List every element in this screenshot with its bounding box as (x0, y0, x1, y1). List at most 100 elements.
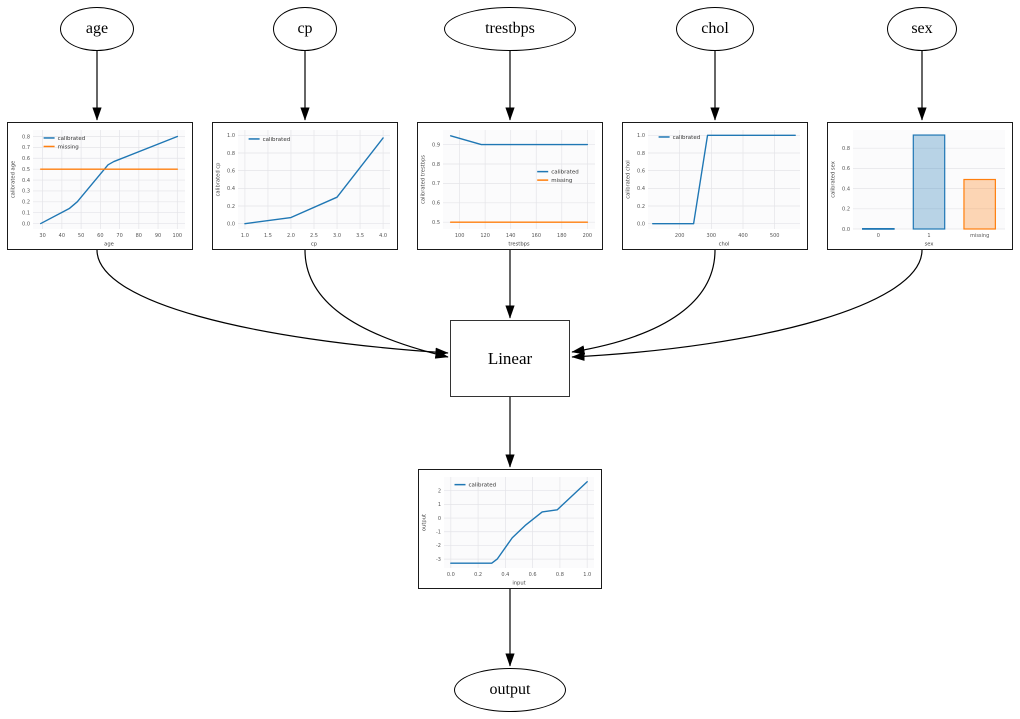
svg-text:100: 100 (455, 233, 465, 239)
input-node-chol-label: chol (701, 20, 729, 37)
svg-text:1.0: 1.0 (227, 133, 235, 139)
svg-text:0.6: 0.6 (529, 572, 537, 578)
svg-text:120: 120 (480, 233, 490, 239)
svg-text:age: age (104, 242, 114, 248)
svg-text:1.0: 1.0 (637, 133, 645, 139)
svg-text:0.6: 0.6 (227, 168, 235, 174)
svg-text:calibrated: calibrated (263, 137, 291, 143)
svg-text:0.0: 0.0 (227, 221, 235, 227)
svg-text:1: 1 (927, 233, 930, 239)
svg-text:180: 180 (557, 233, 567, 239)
svg-text:0.4: 0.4 (842, 186, 850, 192)
svg-text:0.0: 0.0 (842, 227, 850, 233)
svg-text:0.6: 0.6 (842, 166, 850, 172)
svg-text:0.6: 0.6 (22, 156, 30, 162)
svg-text:0.5: 0.5 (432, 220, 440, 226)
svg-text:1.0: 1.0 (583, 572, 591, 578)
input-node-chol: chol (676, 7, 754, 51)
input-node-trestbps: trestbps (444, 7, 576, 51)
svg-text:50: 50 (78, 233, 84, 239)
svg-text:0.4: 0.4 (637, 186, 645, 192)
svg-text:0.0: 0.0 (447, 572, 455, 578)
svg-text:140: 140 (506, 233, 516, 239)
output-node: output (454, 668, 566, 712)
series-calibrated (652, 134, 796, 225)
svg-text:0.2: 0.2 (227, 204, 235, 210)
svg-text:2.5: 2.5 (310, 233, 318, 239)
grid (648, 130, 800, 229)
svg-text:calibrated: calibrated (469, 483, 497, 489)
svg-text:-2: -2 (436, 543, 441, 549)
svg-text:calibrated: calibrated (551, 170, 579, 176)
svg-text:0.8: 0.8 (22, 134, 30, 140)
svg-text:-1: -1 (436, 530, 441, 536)
input-node-sex: sex (887, 7, 957, 51)
svg-text:trestbps: trestbps (508, 242, 530, 248)
linear-node: Linear (450, 320, 570, 397)
grid (238, 130, 390, 229)
input-node-cp-label: cp (297, 20, 313, 37)
edge-sex-to-linear (571, 249, 923, 361)
svg-text:0.4: 0.4 (501, 572, 509, 578)
svg-text:200: 200 (583, 233, 593, 239)
svg-text:input: input (512, 581, 525, 587)
svg-text:0.4: 0.4 (227, 186, 235, 192)
series-calibrated (450, 481, 588, 564)
svg-text:30: 30 (39, 233, 45, 239)
svg-text:0.6: 0.6 (637, 168, 645, 174)
series (244, 137, 384, 225)
series (450, 481, 588, 564)
svg-text:40: 40 (59, 233, 65, 239)
svg-text:-3: -3 (436, 557, 441, 563)
edge-age-to-linear (96, 249, 449, 357)
input-node-sex-label: sex (911, 20, 933, 37)
svg-text:3.0: 3.0 (333, 233, 341, 239)
series (449, 135, 589, 223)
svg-text:0.8: 0.8 (432, 162, 440, 168)
svg-text:0.0: 0.0 (22, 221, 30, 227)
svg-text:100: 100 (173, 233, 183, 239)
svg-text:0: 0 (438, 516, 441, 522)
svg-text:chol: chol (719, 242, 730, 248)
svg-text:0.2: 0.2 (22, 200, 30, 206)
svg-text:400: 400 (738, 233, 748, 239)
svg-text:0.2: 0.2 (637, 204, 645, 210)
series-calibrated (449, 135, 589, 146)
svg-text:0.2: 0.2 (474, 572, 482, 578)
svg-text:0.2: 0.2 (842, 207, 850, 213)
svg-text:calibrated: calibrated (673, 135, 701, 141)
svg-text:missing: missing (551, 178, 572, 184)
svg-text:200: 200 (675, 233, 685, 239)
svg-text:0.8: 0.8 (842, 146, 850, 152)
svg-text:cp: cp (311, 242, 318, 248)
series (652, 134, 796, 225)
input-node-trestbps-label: trestbps (485, 20, 535, 37)
series-calibrated (244, 137, 384, 225)
legend: calibrated (658, 135, 701, 141)
svg-text:calibrated trestbps: calibrated trestbps (421, 155, 427, 204)
grid (444, 477, 594, 568)
bar-0 (862, 227, 895, 230)
svg-text:calibrated cp: calibrated cp (216, 162, 222, 197)
svg-text:300: 300 (707, 233, 717, 239)
input-node-age-label: age (85, 20, 109, 37)
svg-text:70: 70 (116, 233, 122, 239)
svg-text:sex: sex (925, 242, 934, 248)
